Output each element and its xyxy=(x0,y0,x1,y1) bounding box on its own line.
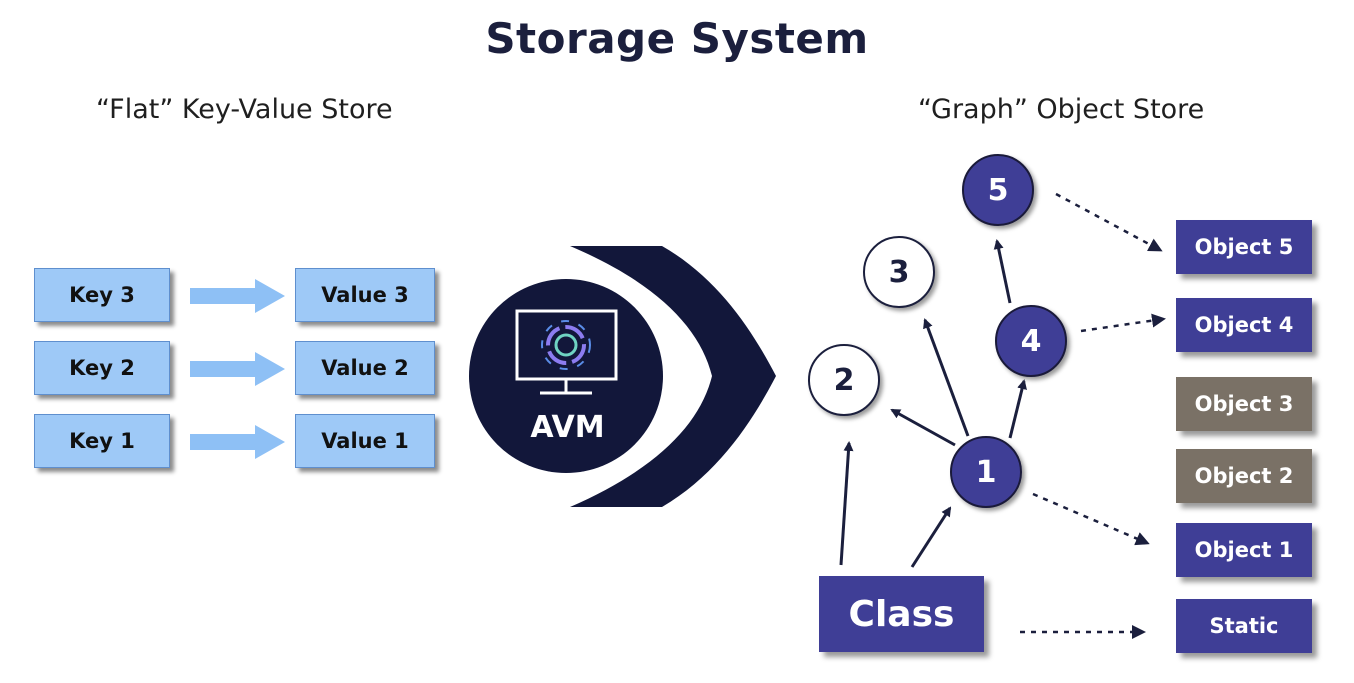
node-5: 5 xyxy=(962,154,1034,226)
edge-class-1 xyxy=(910,506,952,568)
value-box-1: Value 1 xyxy=(295,414,435,468)
flat-store-title: “Flat” Key-Value Store xyxy=(96,94,393,125)
object-box-1: Object 1 xyxy=(1176,523,1312,577)
edge-1-3 xyxy=(923,318,970,437)
value-box-3: Value 3 xyxy=(295,268,435,322)
node-1: 1 xyxy=(950,436,1022,508)
object-box-5: Object 5 xyxy=(1176,220,1312,274)
node-3: 3 xyxy=(863,236,935,308)
class-box: Class xyxy=(819,576,984,652)
object-box-2: Object 2 xyxy=(1176,449,1312,503)
key-box-3: Key 3 xyxy=(34,268,170,322)
key-box-1: Key 1 xyxy=(34,414,170,468)
key-box-2: Key 2 xyxy=(34,341,170,395)
edge-1-4 xyxy=(1008,379,1027,439)
arrow-key2-value2 xyxy=(190,352,285,386)
link-4-object4 xyxy=(1080,313,1166,333)
node-2: 2 xyxy=(808,344,880,416)
arrow-key3-value3 xyxy=(190,279,285,313)
static-box: Static xyxy=(1176,599,1312,653)
arrow-key1-value1 xyxy=(190,425,285,459)
object-links xyxy=(1020,192,1166,639)
monitor-logo-icon xyxy=(515,309,618,395)
link-5-object5 xyxy=(1055,192,1163,252)
value-box-2: Value 2 xyxy=(295,341,435,395)
node-4: 4 xyxy=(995,305,1067,377)
object-box-3: Object 3 xyxy=(1176,377,1312,431)
edge-4-5 xyxy=(993,239,1012,304)
graph-edges xyxy=(839,239,1027,568)
key-value-arrows xyxy=(190,279,285,459)
page-title: Storage System xyxy=(485,14,869,63)
avm-graphic xyxy=(469,246,776,507)
object-box-4: Object 4 xyxy=(1176,298,1312,352)
edge-1-2 xyxy=(890,408,956,447)
avm-crescent xyxy=(570,246,776,507)
edge-class-2 xyxy=(839,441,854,566)
avm-label: AVM xyxy=(530,410,605,445)
graph-store-title: “Graph” Object Store xyxy=(918,94,1205,125)
link-1-object1 xyxy=(1032,492,1150,546)
